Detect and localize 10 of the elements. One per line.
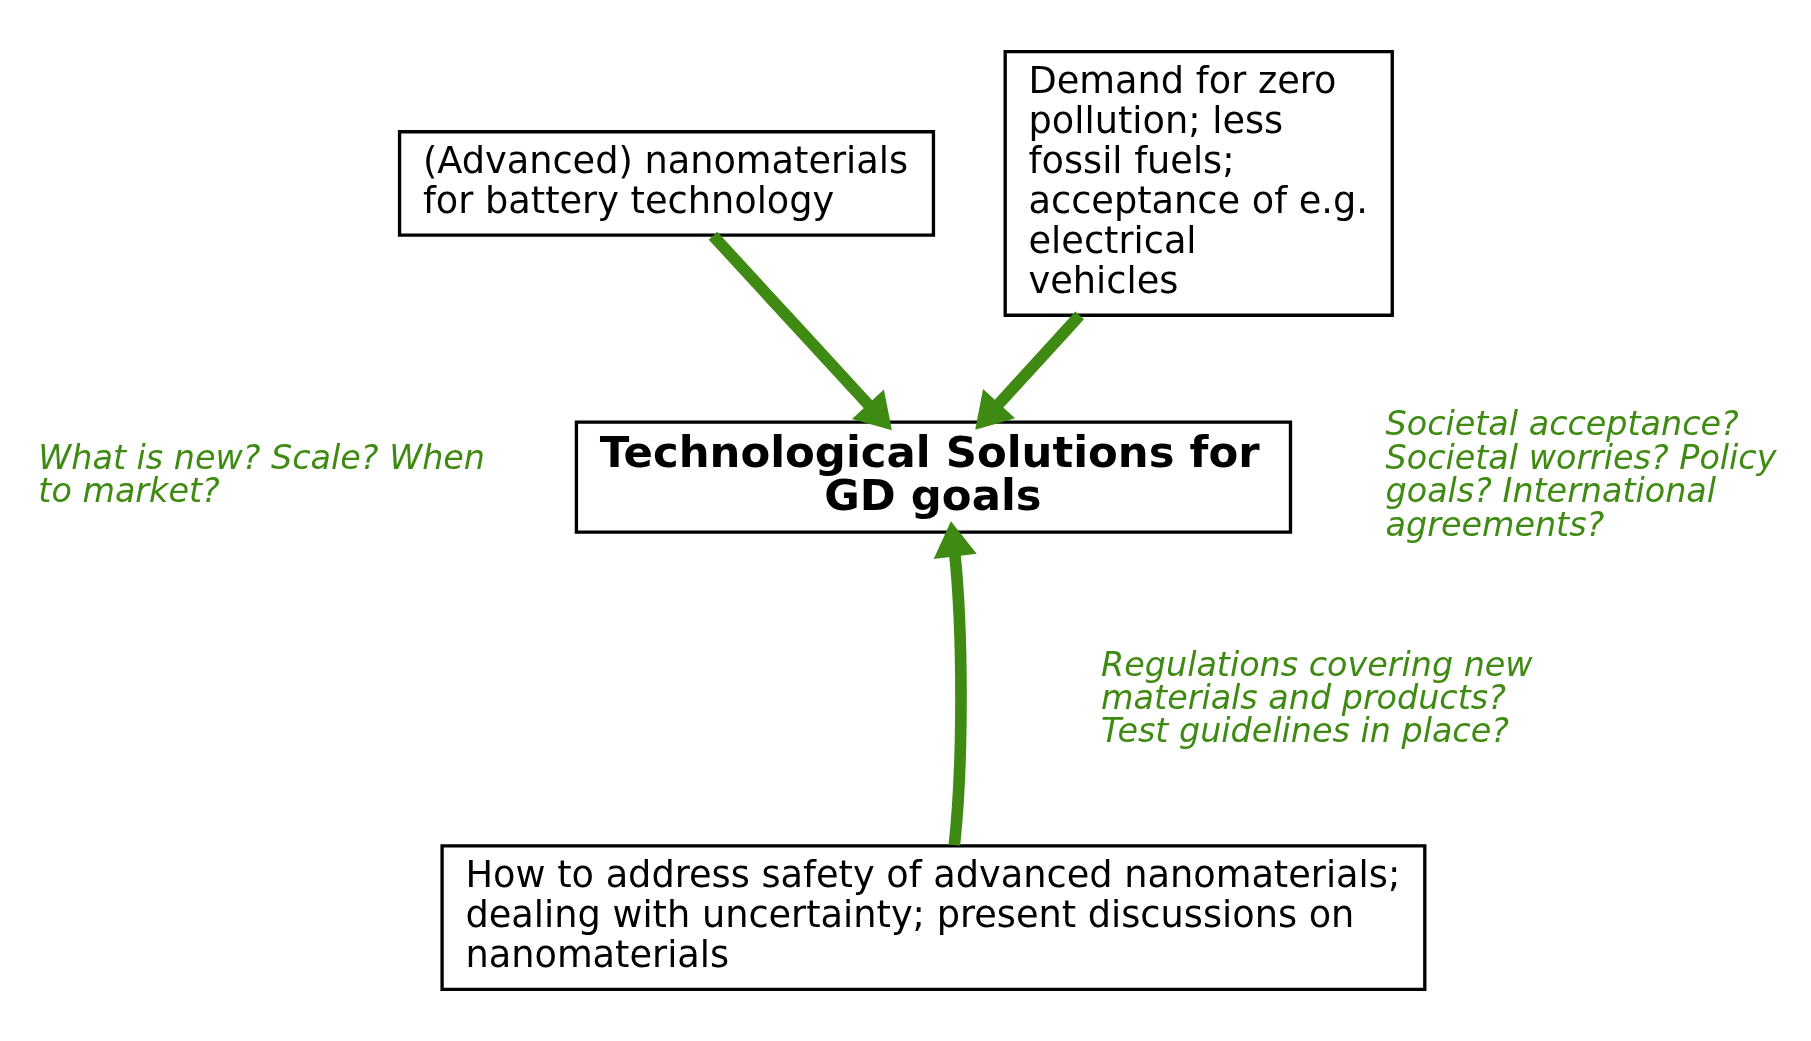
node-box: How to address safety of advanced nanomaterials; dealing with uncertainty; present discussions on nanomaterials <box>440 844 1427 991</box>
node-box: Technological Solutions for GD goals <box>574 420 1293 534</box>
label: What is new? Scale? When to market? <box>38 437 485 511</box>
node-box: Demand for zero pollution; less fossil fuels; acceptance of e.g. electrical vehicles <box>1003 50 1394 317</box>
label: Regulations covering new materials and products? Test guidelines in place? <box>1101 644 1533 751</box>
node-box: (Advanced) nanomaterials for battery technology <box>397 130 936 237</box>
arrow <box>933 521 977 846</box>
arrow <box>708 231 892 431</box>
label: Societal acceptance? Societal worries? Policy goals? International agreements? <box>1385 404 1777 544</box>
arrow <box>975 311 1084 430</box>
